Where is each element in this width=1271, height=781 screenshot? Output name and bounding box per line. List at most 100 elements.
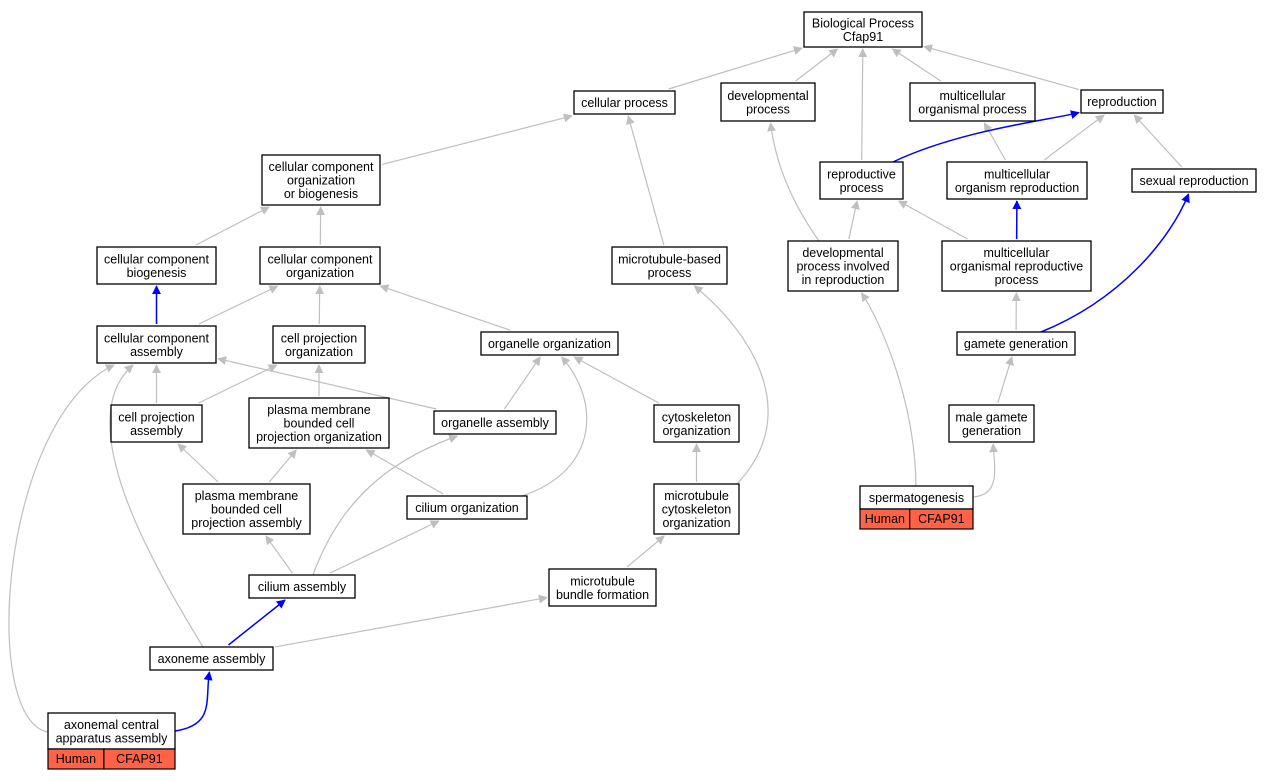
node-label-line: process (995, 273, 1039, 287)
edge-multicellular-organism-reproduction-to-multicellular-organismal-process (983, 122, 1006, 161)
edge-microtubule-bundle-formation-to-microtubule-cytoskeleton-organization (626, 535, 665, 568)
edge-axoneme-assembly-to-cilium-assembly (228, 599, 286, 646)
go-term-sexual-reproduction[interactable]: sexual reproduction (1131, 168, 1257, 193)
node-label-line: projection assembly (191, 516, 302, 530)
go-term-cilium-organization[interactable]: cilium organization (406, 495, 528, 520)
go-term-cilium-assembly[interactable]: cilium assembly (248, 574, 356, 599)
edge-dev-proc-reproduction-to-reproductive-process (848, 200, 860, 240)
node-box (433, 410, 557, 435)
edge-cilium-organization-to-organelle-organization (521, 356, 588, 497)
node-box (803, 11, 923, 48)
node-box (653, 404, 740, 443)
node-box (261, 154, 381, 206)
node-label-line: generation (962, 424, 1021, 438)
node-box (653, 483, 740, 535)
node-label-line: cellular component (104, 252, 209, 266)
edge-male-gamete-generation-to-gamete-generation (997, 356, 1014, 404)
edge-microtubule-based-process-to-cellular-process (626, 115, 665, 246)
go-term-organelle-organization[interactable]: organelle organization (480, 331, 619, 356)
edge-microtubule-cytoskeleton-organization-to-microtubule-based-process (693, 285, 769, 487)
node-box (909, 82, 1036, 122)
node-label-line: spermatogenesis (869, 491, 964, 505)
edges-layer (8, 44, 1190, 733)
node-label-line: cytoskeleton (662, 410, 732, 424)
go-term-spermatogenesis[interactable]: spermatogenesis (859, 485, 974, 510)
annotation-gene: CFAP91 (918, 512, 965, 526)
node-label-line: axoneme assembly (158, 652, 266, 666)
node-label-line: organization (287, 174, 355, 188)
edge-reproductive-process-to-reproduction (892, 110, 1080, 163)
edge-axoneme-assembly-to-cc-assembly (109, 364, 204, 648)
node-label-line: Cfap91 (843, 30, 883, 44)
go-term-organelle-assembly[interactable]: organelle assembly (433, 410, 557, 435)
go-term-gamete-generation[interactable]: gamete generation (956, 331, 1076, 356)
annotation-gene-cell (909, 508, 974, 530)
edge-cilium-assembly-to-organelle-assembly (312, 434, 459, 576)
node-box (272, 325, 366, 364)
node-box (787, 240, 899, 292)
go-term-reproduction[interactable]: reproduction (1080, 89, 1164, 114)
node-label-line: or biogenesis (284, 187, 358, 201)
node-label-line: organelle organization (488, 337, 611, 351)
node-box (96, 325, 217, 364)
node-label-line: Biological Process (812, 16, 914, 30)
edge-organelle-assembly-to-cc-assembly (217, 356, 437, 410)
node-label-line: gamete generation (964, 337, 1068, 351)
node-label-line: organization (285, 345, 353, 359)
node-label-line: developmental (802, 246, 883, 260)
node-label-line: multicellular (984, 167, 1050, 181)
node-label-line: cell projection (281, 331, 357, 345)
node-label-line: cellular component (104, 331, 209, 345)
edge-cc-assembly-to-cc-organization (198, 285, 279, 325)
edge-ccob-to-cellular-process (381, 113, 573, 166)
edge-developmental-process-to-bp (795, 48, 839, 82)
node-box (611, 246, 728, 285)
edge-reproduction-to-bp (923, 44, 1080, 91)
node-box (720, 82, 816, 122)
edge-cell-projection-assembly-to-cell-projection-organization (198, 364, 278, 404)
node-label-line: organization (286, 266, 354, 280)
edge-reproductive-process-to-bp (858, 48, 868, 161)
go-term-cellular-process[interactable]: cellular process (573, 90, 676, 115)
node-label-line: bounded cell (211, 503, 282, 517)
edge-dev-proc-reproduction-to-developmental-process (767, 122, 820, 242)
node-label-line: plasma membrane (267, 403, 371, 417)
node-label-line: reproductive (827, 167, 896, 181)
edge-axonemal-central-apparatus-assembly-to-cc-assembly (8, 364, 115, 733)
node-label-line: microtubule (570, 574, 635, 588)
node-label-line: sexual reproduction (1139, 174, 1248, 188)
node-label-line: organelle assembly (441, 416, 549, 430)
node-label-line: assembly (130, 424, 184, 438)
node-label-line: cellular component (268, 252, 373, 266)
node-box (956, 331, 1076, 356)
edge-spermatogenesis-to-dev-proc-reproduction (860, 292, 917, 487)
go-term-axoneme-assembly[interactable]: axoneme assembly (149, 646, 274, 671)
node-label-line: biogenesis (127, 266, 187, 280)
edge-pm-bounded-cell-projection-assembly-to-pm-bounded-cell-projection-organization (268, 449, 297, 483)
node-label-line: organismal process (918, 102, 1026, 116)
edge-gamete-generation-to-sexual-reproduction (1040, 193, 1190, 333)
